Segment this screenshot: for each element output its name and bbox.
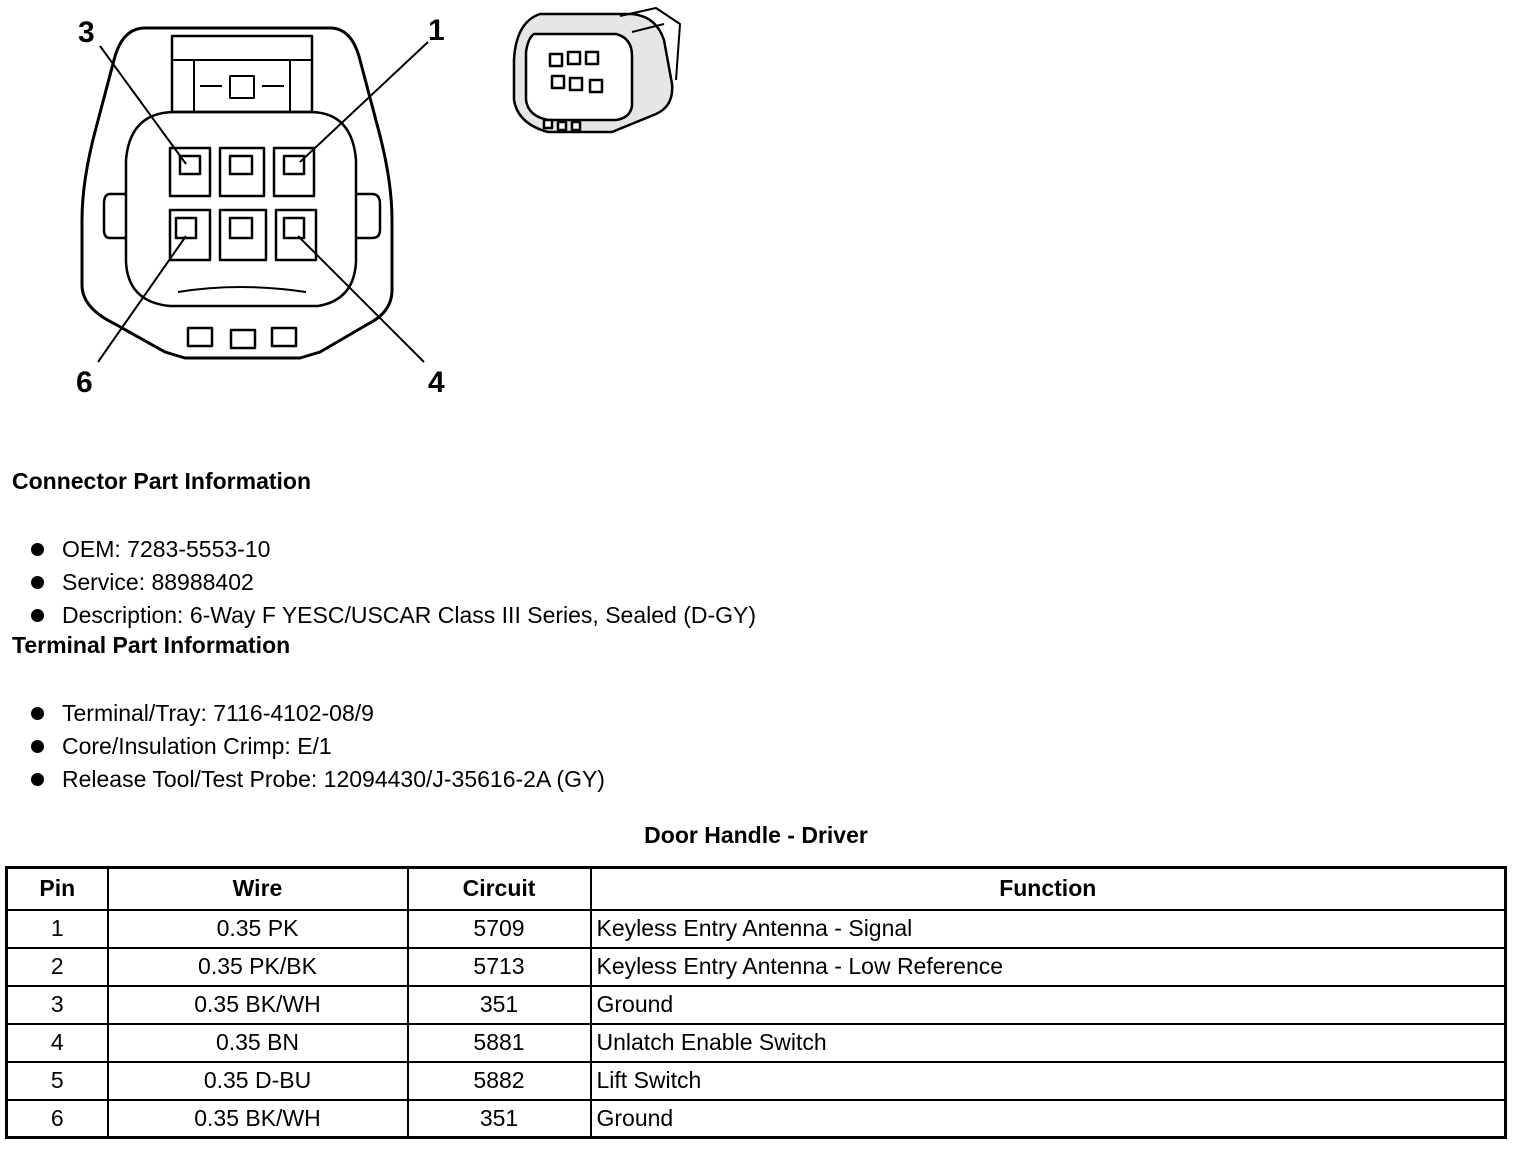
- header-circuit: Circuit: [406, 866, 592, 911]
- header-pin: Pin: [5, 866, 109, 911]
- connector-part-info: Connector Part Information OEM: 7283-555…: [12, 468, 756, 632]
- header-wire: Wire: [106, 866, 409, 911]
- bullet-icon: [31, 773, 44, 786]
- cavity-row-bottom: [168, 208, 318, 262]
- table-title: Door Handle - Driver: [644, 822, 868, 848]
- cell-wire: 0.35 BK/WH: [106, 1098, 409, 1139]
- leader-line-1: [299, 41, 429, 163]
- connector-info-list: OEM: 7283-5553-10 Service: 88988402 Desc…: [12, 533, 756, 632]
- connector-diagram: 3 1 6 4: [76, 7, 681, 399]
- cell-function: Keyless Entry Antenna - Low Reference: [589, 946, 1507, 987]
- bullet-icon: [31, 707, 44, 720]
- leader-line-4: [297, 235, 425, 363]
- bullet-icon: [31, 576, 44, 589]
- pin-label-1: 1: [428, 14, 445, 47]
- header-function: Function: [589, 866, 1507, 911]
- cell-circuit: 5709: [406, 908, 592, 949]
- cell-wire: 0.35 BK/WH: [106, 984, 409, 1025]
- cell-pin: 5: [5, 1060, 109, 1101]
- cell-wire: 0.35 PK/BK: [106, 946, 409, 987]
- list-item: OEM: 7283-5553-10: [12, 533, 756, 566]
- cell-function: Ground: [589, 1098, 1507, 1139]
- pin-label-3: 3: [78, 16, 95, 49]
- list-item: Description: 6-Way F YESC/USCAR Class II…: [12, 599, 756, 632]
- cell-circuit: 351: [406, 984, 592, 1025]
- table-row: 6 0.35 BK/WH 351 Ground: [5, 1098, 1507, 1139]
- list-item: Release Tool/Test Probe: 12094430/J-3561…: [12, 763, 605, 796]
- cell-wire: 0.35 PK: [106, 908, 409, 949]
- list-item: Service: 88988402: [12, 566, 756, 599]
- connector-latch: [170, 34, 314, 114]
- cell-circuit: 5881: [406, 1022, 592, 1063]
- table-row: 1 0.35 PK 5709 Keyless Entry Antenna - S…: [5, 908, 1507, 949]
- connector-isometric-view: [512, 7, 681, 134]
- cell-wire: 0.35 D-BU: [106, 1060, 409, 1101]
- list-item: Terminal/Tray: 7116-4102-08/9: [12, 697, 605, 730]
- terminal-part-info: Terminal Part Information Terminal/Tray:…: [12, 632, 605, 796]
- cell-wire: 0.35 BN: [106, 1022, 409, 1063]
- pin-table: Pin Wire Circuit Function 1 0.35 PK 5709…: [5, 866, 1507, 1139]
- table-row: 4 0.35 BN 5881 Unlatch Enable Switch: [5, 1022, 1507, 1063]
- table-row: 3 0.35 BK/WH 351 Ground: [5, 984, 1507, 1025]
- connector-inner-seal: [124, 110, 358, 308]
- table-row: 5 0.35 D-BU 5882 Lift Switch: [5, 1060, 1507, 1101]
- table-header-row: Pin Wire Circuit Function: [5, 866, 1507, 911]
- cell-function: Lift Switch: [589, 1060, 1507, 1101]
- pin-label-4: 4: [428, 366, 445, 399]
- terminal-info-title: Terminal Part Information: [12, 632, 291, 658]
- cell-pin: 4: [5, 1022, 109, 1063]
- connector-face-outline: [80, 26, 394, 360]
- table-row: 2 0.35 PK/BK 5713 Keyless Entry Antenna …: [5, 946, 1507, 987]
- bullet-icon: [31, 543, 44, 556]
- cell-circuit: 351: [406, 1098, 592, 1139]
- cavity-row-top: [168, 146, 316, 198]
- cell-pin: 3: [5, 984, 109, 1025]
- cell-circuit: 5882: [406, 1060, 592, 1101]
- terminal-info-list: Terminal/Tray: 7116-4102-08/9 Core/Insul…: [12, 697, 605, 796]
- bullet-icon: [31, 740, 44, 753]
- cell-pin: 2: [5, 946, 109, 987]
- cell-pin: 1: [5, 908, 109, 949]
- leader-line-3: [99, 45, 187, 165]
- cell-circuit: 5713: [406, 946, 592, 987]
- cell-function: Ground: [589, 984, 1507, 1025]
- cell-function: Keyless Entry Antenna - Signal: [589, 908, 1507, 949]
- leader-line-6: [97, 235, 187, 363]
- pin-label-6: 6: [76, 366, 93, 399]
- list-item: Core/Insulation Crimp: E/1: [12, 730, 605, 763]
- bullet-icon: [31, 609, 44, 622]
- cell-pin: 6: [5, 1098, 109, 1139]
- cell-function: Unlatch Enable Switch: [589, 1022, 1507, 1063]
- connector-info-title: Connector Part Information: [12, 468, 312, 494]
